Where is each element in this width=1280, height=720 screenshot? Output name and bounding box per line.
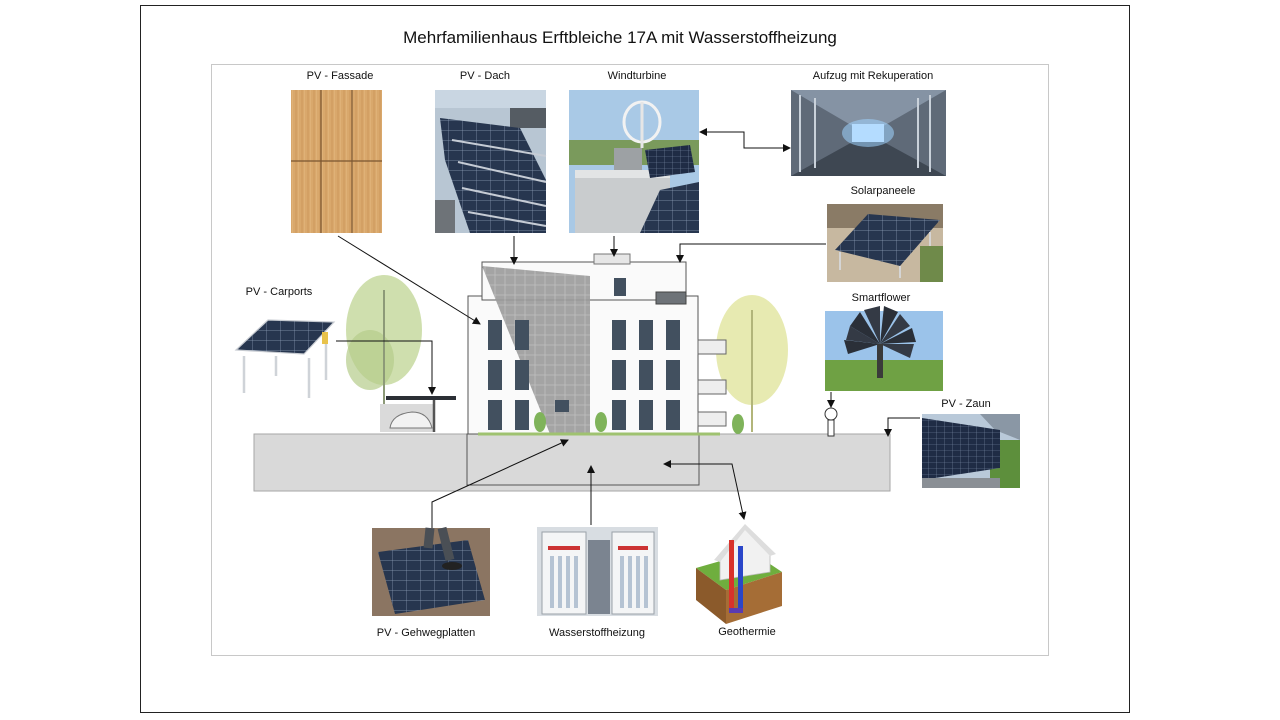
label-geothermie: Geothermie <box>718 626 776 638</box>
arrow-aufzug <box>699 128 791 152</box>
photo-windturbine <box>569 90 699 233</box>
building <box>467 253 744 436</box>
label-smartflower: Smartflower <box>851 292 911 304</box>
arrow-zaun <box>884 417 920 437</box>
connector-arrows <box>336 128 920 528</box>
label-pv-zaun: PV - Zaun <box>941 398 991 410</box>
photo-pv-carports <box>234 319 336 398</box>
photo-wasserstoffheizung <box>537 527 658 616</box>
label-wasserstoffheizung: Wasserstoffheizung <box>549 627 645 639</box>
label-aufzug: Aufzug mit Rekuperation <box>812 70 934 82</box>
car-carport <box>380 396 456 432</box>
arrow-solarpaneele <box>676 243 826 263</box>
page-title: Mehrfamilienhaus Erftbleiche 17A mit Was… <box>403 28 837 47</box>
photo-pv-gehwegplatten <box>372 526 490 616</box>
photo-solarpaneele <box>827 204 943 282</box>
label-solarpaneele: Solarpaneele <box>850 185 916 197</box>
smartflower-post <box>824 407 838 437</box>
label-pv-gehwegplatten: PV - Gehwegplatten <box>376 627 476 639</box>
photo-aufzug-rekuperation <box>791 90 946 176</box>
label-pv-carports: PV - Carports <box>245 286 313 298</box>
photo-pv-fassade <box>291 90 382 233</box>
label-windturbine: Windturbine <box>607 70 667 82</box>
photo-geothermie <box>696 524 782 624</box>
arrow-gehwegplatten <box>431 439 569 528</box>
ground <box>253 433 891 492</box>
label-pv-fassade: PV - Fassade <box>306 70 374 82</box>
arrow-geothermie <box>663 460 747 520</box>
photo-smartflower <box>825 306 943 391</box>
diagram-frame <box>211 64 1049 656</box>
label-pv-dach: PV - Dach <box>459 70 511 82</box>
arrow-fassade <box>337 235 481 325</box>
photo-pv-dach <box>435 90 547 233</box>
tree-left <box>346 275 422 420</box>
photo-pv-zaun <box>922 414 1020 488</box>
arrow-carports <box>336 340 436 395</box>
tree-right <box>716 295 788 432</box>
